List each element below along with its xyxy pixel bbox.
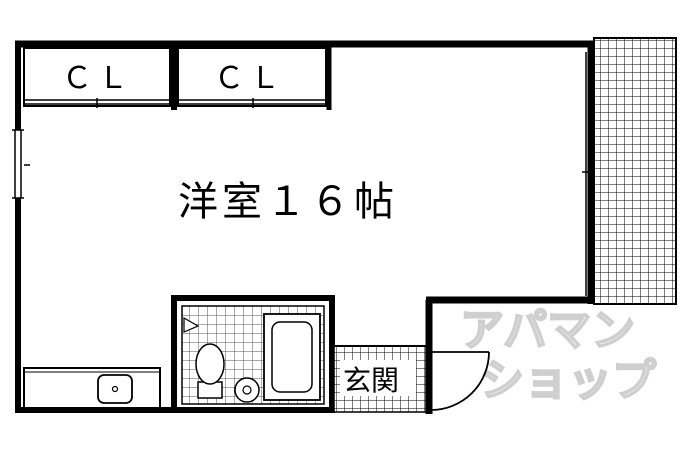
watermark-line-2: ショップ — [480, 355, 656, 406]
main-room-label: 洋室１６帖 — [178, 179, 398, 225]
kitchen — [23, 367, 161, 409]
bathroom-unit — [171, 295, 335, 413]
balcony-window — [582, 52, 590, 296]
balcony — [593, 37, 677, 305]
bathtub-icon — [263, 313, 321, 401]
entrance-label: 玄関 — [343, 364, 399, 397]
watermark: アパマン ショップ — [459, 304, 657, 407]
left-window — [12, 129, 30, 199]
closet-left: ＣＬ — [23, 47, 171, 108]
entrance: 玄関 — [333, 345, 429, 413]
entrance-door — [430, 351, 490, 411]
closet-left-label: ＣＬ — [62, 61, 134, 96]
toilet-icon — [195, 343, 225, 399]
closet-right-label: ＣＬ — [214, 61, 286, 96]
watermark-line-1: アパマン — [460, 305, 635, 356]
sink-icon — [97, 374, 133, 404]
washbasin-icon — [234, 377, 260, 403]
closet-right: ＣＬ — [177, 47, 327, 108]
